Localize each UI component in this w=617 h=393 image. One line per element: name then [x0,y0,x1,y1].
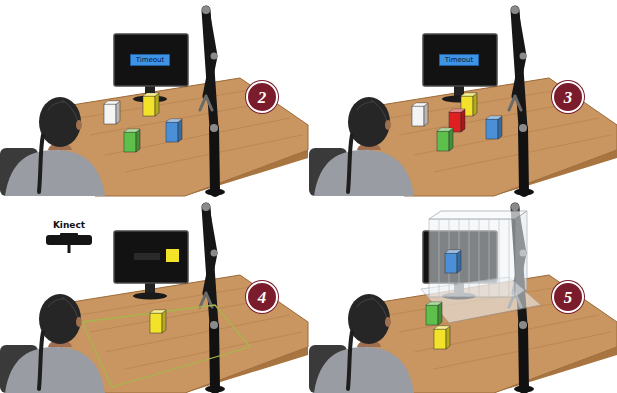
illustration-part [150,310,166,333]
screen-message: Timeout [439,54,479,66]
panel [0,0,308,196]
illustration-part [434,326,450,349]
illustration-part [0,0,308,196]
illustration-part [429,219,515,297]
illustration-part [445,250,461,273]
callout-number: 3 [552,81,584,113]
panel [0,197,308,393]
illustration-part [309,0,617,196]
illustration-part [143,93,159,116]
illustration-part [429,211,527,219]
callout-number: 5 [552,281,584,313]
illustration-part [412,103,428,126]
illustration-part [166,119,182,142]
callout-text: 4 [258,289,267,306]
panel [309,0,617,196]
panel [309,197,617,393]
illustration-part [82,305,250,387]
illustration-part [130,54,170,66]
illustration-part [68,245,71,253]
callout-number: 2 [246,81,278,113]
device-label: Kinect [53,221,85,230]
illustration-part [309,197,617,393]
illustration-part [46,235,92,245]
illustration-part [134,253,160,260]
callout-text: 3 [564,89,573,106]
illustration-part [426,302,442,325]
illustration-part [0,197,308,393]
illustration-part [437,128,453,151]
callout-text: 2 [258,89,267,106]
illustration-part [60,233,78,236]
illustration-part [166,249,179,262]
illustration-part [439,219,509,297]
illustration-part [486,116,502,139]
screen-text: Timeout [136,57,165,64]
illustration-part [124,129,140,152]
illustration-part [104,101,120,124]
screen-text: Timeout [445,57,474,64]
screen-message: Timeout [130,54,170,66]
callout-number: 4 [246,281,278,313]
callout-text: 5 [564,289,573,306]
illustration-part [515,211,527,297]
